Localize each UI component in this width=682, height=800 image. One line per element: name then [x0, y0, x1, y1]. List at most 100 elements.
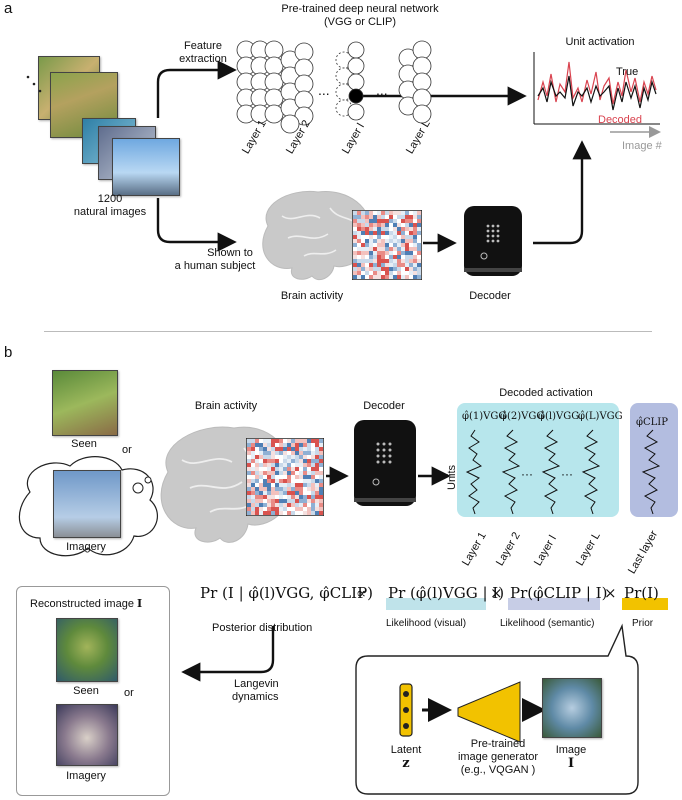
- activation-voxel: [413, 223, 417, 227]
- activation-voxel: [299, 439, 303, 443]
- activation-voxel: [357, 235, 361, 239]
- seen-image-goat: [52, 370, 118, 436]
- activation-voxel: [247, 479, 251, 483]
- activation-voxel: [287, 467, 291, 471]
- activation-voxel: [291, 479, 295, 483]
- activation-voxel: [353, 275, 357, 279]
- activation-voxel: [307, 491, 311, 495]
- seen-label: Seen: [71, 438, 97, 450]
- activation-voxel: [295, 439, 299, 443]
- activation-voxel: [405, 235, 409, 239]
- activation-voxel: [393, 215, 397, 219]
- activation-voxel: [247, 475, 251, 479]
- latent-label: Latent: [390, 744, 422, 756]
- activation-voxel: [311, 483, 315, 487]
- activation-voxel: [267, 503, 271, 507]
- posterior-label: Posterior distribution: [212, 622, 313, 634]
- activation-voxel: [389, 247, 393, 251]
- activation-voxel: [385, 271, 389, 275]
- activation-voxel: [401, 227, 405, 231]
- activation-voxel: [263, 511, 267, 515]
- activation-voxel: [353, 271, 357, 275]
- activation-voxel: [401, 211, 405, 215]
- activation-voxel: [279, 503, 283, 507]
- activation-voxel: [303, 483, 307, 487]
- activation-voxel: [409, 211, 413, 215]
- activation-voxel: [299, 459, 303, 463]
- activation-voxel: [287, 503, 291, 507]
- activation-voxel: [365, 267, 369, 271]
- activation-voxel: [251, 503, 255, 507]
- activation-voxel: [353, 263, 357, 267]
- activation-voxel: [275, 503, 279, 507]
- activation-voxel: [275, 507, 279, 511]
- decoder-label: Decoder: [469, 290, 511, 302]
- activation-voxel: [377, 247, 381, 251]
- clip-trace: [641, 429, 661, 515]
- activation-voxel: [251, 459, 255, 463]
- activation-voxel: [295, 499, 299, 503]
- activation-voxel: [413, 263, 417, 267]
- activation-voxel: [251, 439, 255, 443]
- activation-voxel: [295, 451, 299, 455]
- activation-voxel: [377, 215, 381, 219]
- activation-voxel: [381, 275, 385, 279]
- activation-voxel: [377, 227, 381, 231]
- activation-voxel: [405, 259, 409, 263]
- activation-voxel: [303, 487, 307, 491]
- unit-activation-title: Unit activation: [565, 36, 635, 48]
- activation-voxel: [275, 487, 279, 491]
- activation-voxel: [353, 235, 357, 239]
- activation-voxel: [271, 443, 275, 447]
- activation-voxel: [319, 511, 323, 515]
- activation-voxel: [283, 495, 287, 499]
- activation-voxel: [279, 479, 283, 483]
- activation-voxel: [307, 455, 311, 459]
- images-count: 1200: [97, 193, 123, 205]
- activation-voxel: [259, 475, 263, 479]
- activation-voxel: [259, 479, 263, 483]
- activation-voxel: [267, 455, 271, 459]
- activation-voxel: [357, 263, 361, 267]
- activation-voxel: [283, 479, 287, 483]
- activation-voxel: [369, 227, 373, 231]
- activation-voxel: [287, 507, 291, 511]
- activation-voxel: [417, 227, 421, 231]
- activation-voxel: [393, 263, 397, 267]
- activation-voxel: [255, 443, 259, 447]
- activation-voxel: [381, 251, 385, 255]
- activation-voxel: [263, 455, 267, 459]
- activation-voxel: [295, 455, 299, 459]
- activation-voxel: [319, 479, 323, 483]
- activation-voxel: [271, 451, 275, 455]
- activation-voxel: [315, 455, 319, 459]
- activation-voxel: [251, 475, 255, 479]
- proportional-symbol: ∝: [356, 584, 367, 602]
- activation-voxel: [381, 227, 385, 231]
- activation-voxel: [353, 247, 357, 251]
- activation-voxel: [401, 239, 405, 243]
- activation-voxel: [275, 491, 279, 495]
- activation-voxel: [319, 439, 323, 443]
- activation-voxel: [319, 483, 323, 487]
- activation-voxel: [279, 467, 283, 471]
- activation-voxel: [377, 263, 381, 267]
- activation-voxel: [283, 451, 287, 455]
- activation-voxel: [373, 243, 377, 247]
- activation-voxel: [385, 263, 389, 267]
- activation-voxel: [255, 439, 259, 443]
- activation-voxel: [279, 451, 283, 455]
- activation-voxel: [311, 455, 315, 459]
- activation-voxel: [409, 235, 413, 239]
- activation-voxel: [319, 463, 323, 467]
- activation-voxel: [295, 507, 299, 511]
- activation-voxel: [397, 271, 401, 275]
- activation-voxel: [319, 443, 323, 447]
- activation-voxel: [259, 511, 263, 515]
- clip-label: φ̂CLIP: [636, 417, 668, 428]
- activation-voxel: [357, 223, 361, 227]
- activation-voxel: [365, 215, 369, 219]
- activation-voxel: [417, 271, 421, 275]
- activation-voxel: [389, 215, 393, 219]
- activation-voxel: [405, 255, 409, 259]
